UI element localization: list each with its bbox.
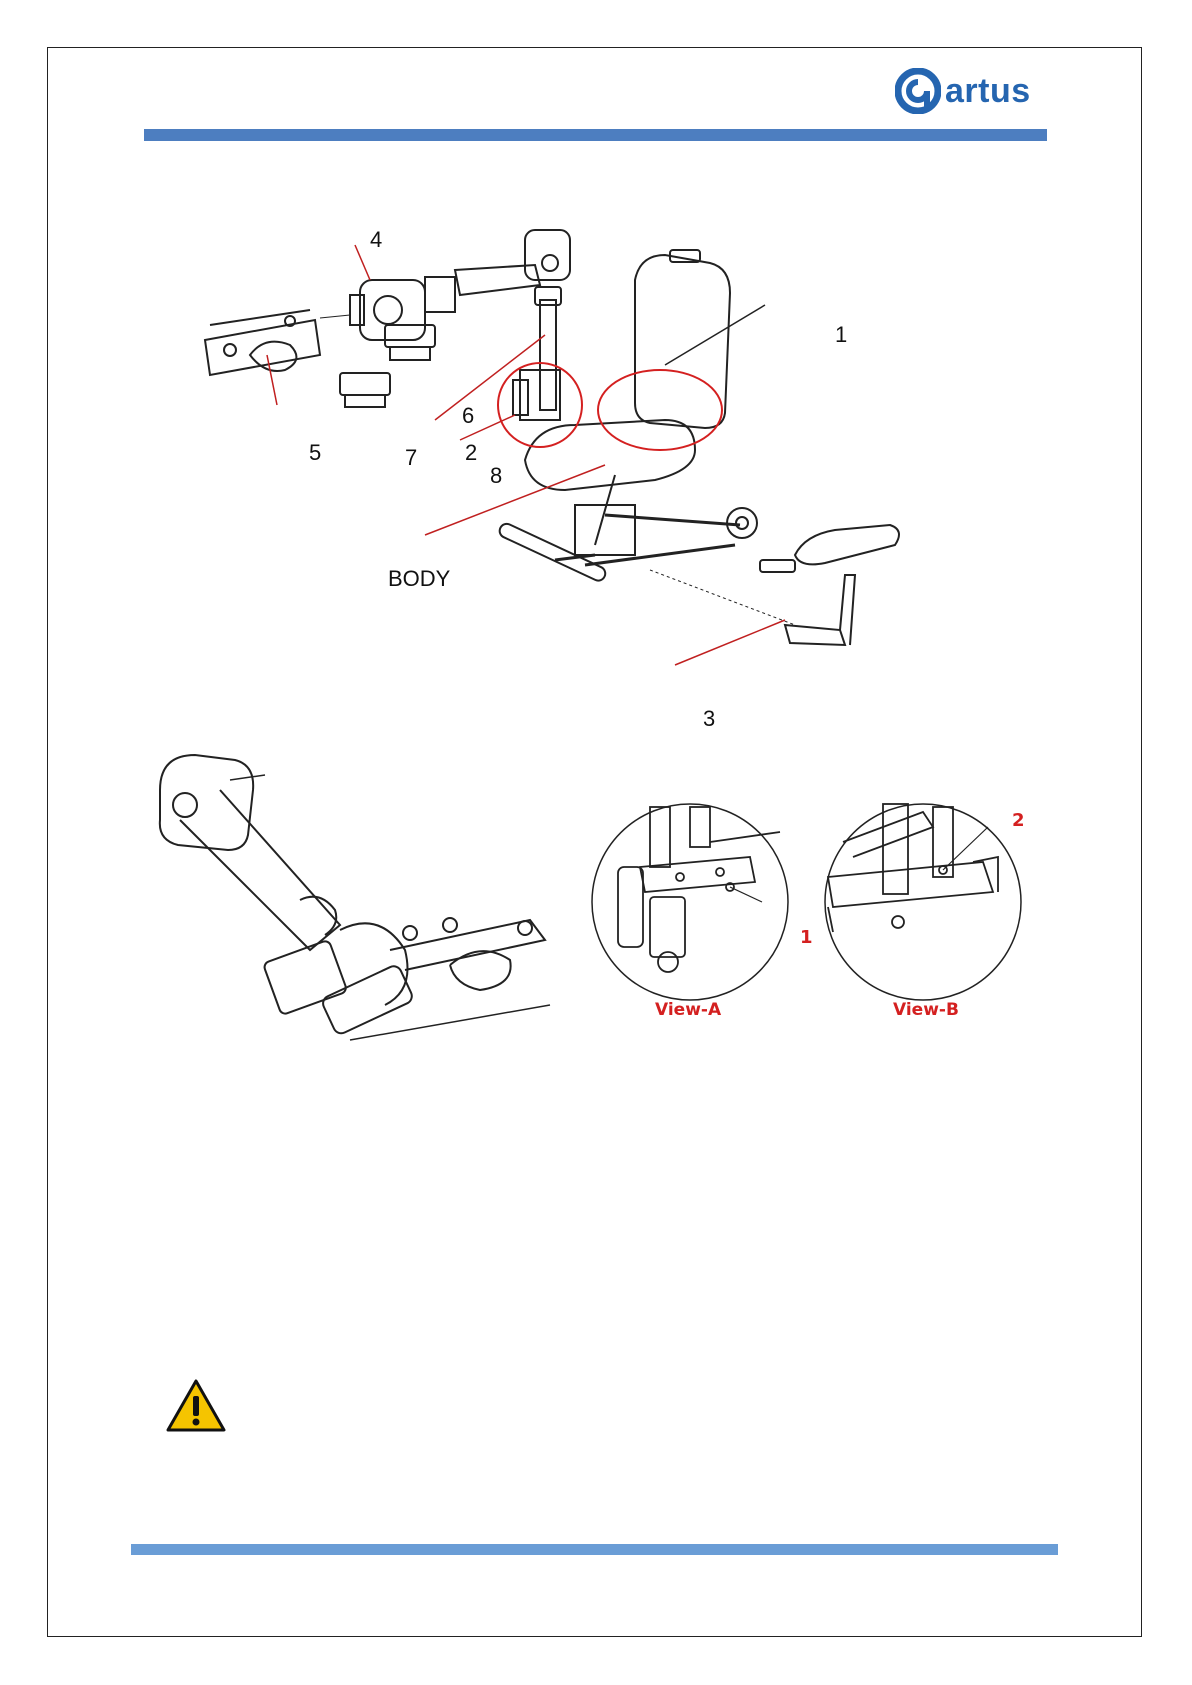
brand-logo: artus bbox=[895, 68, 1031, 114]
callout-1: 1 bbox=[835, 322, 847, 348]
brand-mark-icon bbox=[895, 68, 941, 114]
footer-rule bbox=[131, 1544, 1058, 1555]
view-a-detail bbox=[590, 802, 790, 1002]
view-a-label: View-A bbox=[655, 1000, 721, 1020]
callout-2: 2 bbox=[465, 440, 477, 466]
callout-6: 6 bbox=[462, 403, 474, 429]
callout-body: BODY bbox=[388, 566, 450, 592]
exploded-assembly-diagram bbox=[195, 225, 975, 735]
view-b-label: View-B bbox=[893, 1000, 959, 1020]
callout-3: 3 bbox=[703, 706, 715, 732]
callout-5: 5 bbox=[309, 440, 321, 466]
view-a-callout: 1 bbox=[800, 927, 813, 948]
header-rule bbox=[144, 129, 1047, 141]
view-b-detail bbox=[823, 802, 1023, 1002]
view-b-callout: 2 bbox=[1012, 810, 1025, 831]
callout-8: 8 bbox=[490, 463, 502, 489]
callout-7: 7 bbox=[405, 445, 417, 471]
brand-name: artus bbox=[945, 72, 1031, 111]
arm-unit-perspective-drawing bbox=[150, 750, 580, 1060]
callout-4: 4 bbox=[370, 227, 382, 253]
warning-triangle-icon bbox=[165, 1378, 227, 1434]
